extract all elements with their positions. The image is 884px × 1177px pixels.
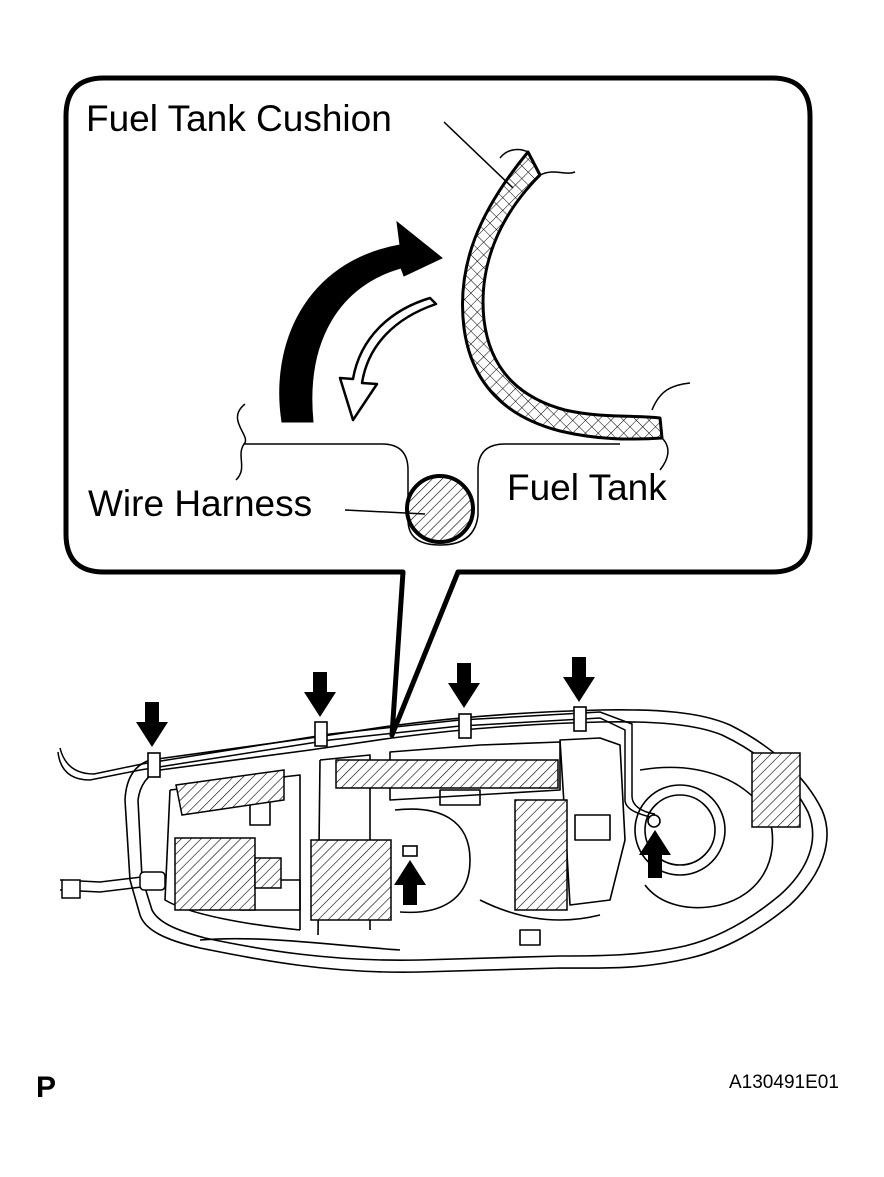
cushion-break-line-top xyxy=(499,148,576,176)
down-arrow-icon-4 xyxy=(563,657,595,702)
clamp-2 xyxy=(314,721,328,747)
up-arrow-icon-1 xyxy=(394,860,426,905)
wire-harness-leader xyxy=(344,509,426,515)
fuel-tank-assembly xyxy=(124,709,828,973)
rotate-arrow-solid-icon xyxy=(279,220,443,423)
rotate-arrow-outline-icon xyxy=(338,296,438,422)
fuel-tank-cushion-label: Fuel Tank Cushion xyxy=(86,98,392,139)
clamp-6 xyxy=(647,814,661,828)
clamp-5 xyxy=(402,845,418,857)
down-arrow-icon-1 xyxy=(136,702,168,747)
fuel-tank-cushion-shape xyxy=(460,150,664,441)
down-arrow-icon-3 xyxy=(448,663,480,708)
clamp-4 xyxy=(573,706,587,732)
tank-break-line xyxy=(235,403,247,481)
page-marker: P xyxy=(36,1071,57,1104)
down-arrow-icon-2 xyxy=(304,672,336,717)
wire-harness-label: Wire Harness xyxy=(88,483,313,524)
fuel-tank-edge xyxy=(244,443,620,546)
hatched-components xyxy=(174,752,801,921)
down-arrows xyxy=(136,657,595,747)
cushion-leader xyxy=(443,121,514,189)
callout-bubble xyxy=(63,75,813,738)
clamp-1 xyxy=(147,752,161,778)
up-arrows xyxy=(394,830,671,905)
up-arrow-icon-2 xyxy=(639,830,671,878)
clamp-3 xyxy=(458,713,472,739)
fuel-tank-label: Fuel Tank xyxy=(507,467,667,508)
clamps xyxy=(147,706,661,857)
figure-code: A130491E01 xyxy=(729,1072,839,1093)
wire-harness-section xyxy=(405,474,475,544)
cushion-break-line-right xyxy=(651,382,691,471)
